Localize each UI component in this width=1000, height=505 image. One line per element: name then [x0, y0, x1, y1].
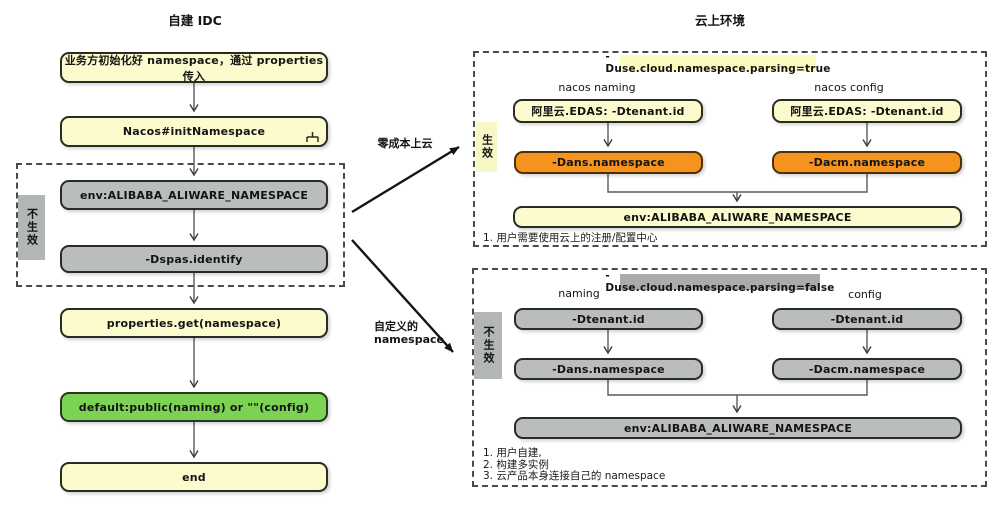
label-custom-namespace-line2: namespace — [374, 333, 445, 346]
flag-parsing-false: -Duse.cloud.namespace.parsing=false — [605, 270, 835, 294]
node-nacos-init-namespace-label: Nacos#initNamespace — [122, 125, 266, 138]
node-env-alibaba-aliware-namespace: env:ALIBABA_ALIWARE_NAMESPACE — [60, 180, 328, 210]
label-effective: 生效 — [476, 122, 497, 172]
group-idc-ineffective — [16, 163, 345, 287]
node-dspas-identify: -Dspas.identify — [60, 245, 328, 273]
arrow-zero-cost — [351, 145, 460, 214]
node-edas-tenant-naming: 阿里云.EDAS: -Dtenant.id — [513, 99, 703, 123]
node-dtenant-id-naming: -Dtenant.id — [514, 308, 703, 330]
note-own-namespace: 3. 云产品本身连接自己的 namespace — [483, 470, 666, 482]
fork-icon — [306, 132, 319, 142]
label-cloud-ineffective: 不生效 — [474, 312, 502, 379]
header-config: config — [848, 288, 882, 301]
group-parsing-false — [472, 268, 987, 487]
node-dacm-namespace-ineffective: -Dacm.namespace — [772, 358, 962, 380]
node-end: end — [60, 462, 328, 492]
node-business-init: 业务方初始化好 namespace，通过 properties 传入 — [60, 52, 328, 83]
label-zero-cost: 零成本上云 — [377, 137, 433, 150]
note-cloud-registry: 1. 用户需要使用云上的注册/配置中心 — [483, 232, 658, 244]
label-custom-namespace: 自定义的 namespace — [374, 320, 464, 346]
node-properties-get: properties.get(namespace) — [60, 308, 328, 338]
notes-custom-namespace: 1. 用户自建, 2. 构建多实例 3. 云产品本身连接自己的 namespac… — [483, 447, 823, 483]
left-title: 自建 IDC — [168, 13, 222, 28]
header-nacos-config: nacos config — [814, 81, 884, 94]
node-dtenant-id-config: -Dtenant.id — [772, 308, 962, 330]
node-edas-tenant-config: 阿里云.EDAS: -Dtenant.id — [772, 99, 962, 123]
note-multi-instance: 2. 构建多实例 — [483, 458, 549, 471]
group-parsing-true — [473, 51, 987, 247]
node-dans-namespace-ineffective: -Dans.namespace — [514, 358, 703, 380]
header-nacos-naming: nacos naming — [558, 81, 636, 94]
node-env-namespace-cloud-effective: env:ALIBABA_ALIWARE_NAMESPACE — [513, 206, 962, 228]
label-idc-ineffective: 不生效 — [18, 195, 45, 260]
node-dacm-namespace-effective: -Dacm.namespace — [772, 151, 962, 174]
header-naming: naming — [558, 287, 600, 300]
note-user-built: 1. 用户自建, — [483, 447, 542, 459]
node-default-public: default:public(naming) or ""(config) — [60, 392, 328, 422]
right-title: 云上环境 — [694, 13, 745, 28]
node-nacos-init-namespace: Nacos#initNamespace — [60, 116, 328, 147]
node-dans-namespace-effective: -Dans.namespace — [514, 151, 703, 174]
flag-parsing-true: -Duse.cloud.namespace.parsing=true — [605, 51, 831, 75]
label-custom-namespace-line1: 自定义的 — [374, 320, 418, 333]
node-env-namespace-cloud-ineffective: env:ALIBABA_ALIWARE_NAMESPACE — [514, 417, 962, 439]
